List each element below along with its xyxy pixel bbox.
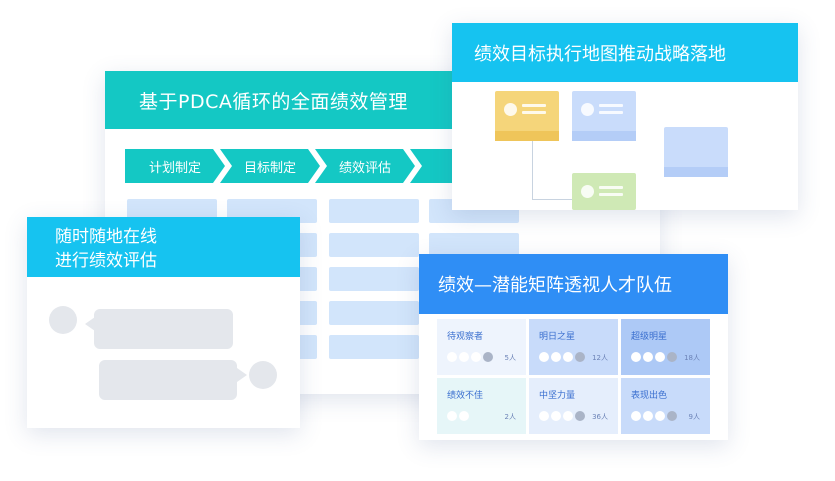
avatar-dots: [631, 411, 679, 421]
chat-bubble-sent: [99, 360, 237, 400]
grid-cell: [329, 267, 419, 291]
online-evaluation-title-line1: 随时随地在线: [55, 227, 157, 247]
avatar: [249, 361, 277, 389]
goal-map-title: 绩效目标执行地图推动战略落地: [474, 44, 726, 65]
chat-bubble-received: [94, 309, 233, 349]
connector-line: [532, 199, 572, 200]
avatar-dots: [447, 411, 471, 421]
grid-cell: [329, 199, 419, 223]
online-evaluation-title-line2: 进行绩效评估: [55, 251, 157, 271]
matrix-cell-superstar[interactable]: 超级明星 18人: [621, 319, 710, 375]
grid-cell: [329, 233, 419, 257]
cell-count: 36人: [592, 413, 608, 421]
matrix-cell-rising-star[interactable]: 明日之星 12人: [529, 319, 618, 375]
cell-label: 中坚力量: [539, 391, 576, 401]
step-goal[interactable]: 目标制定: [220, 149, 320, 183]
cell-label: 超级明星: [631, 332, 668, 342]
goal-map-card: 绩效目标执行地图推动战略落地: [452, 23, 798, 210]
step-evaluate[interactable]: 绩效评估: [315, 149, 415, 183]
avatar-dots: [539, 352, 587, 362]
cell-label: 明日之星: [539, 332, 576, 342]
online-evaluation-header: 随时随地在线 进行绩效评估: [27, 217, 300, 277]
matrix-cell-core[interactable]: 中坚力量 36人: [529, 378, 618, 434]
matrix-cell-excellent[interactable]: 表现出色 9人: [621, 378, 710, 434]
grid-cell: [429, 233, 519, 257]
talent-matrix-card: 绩效—潜能矩阵透视人才队伍 待观察者 5人 明日之星 12人 超级明星 18人 …: [419, 254, 728, 440]
avatar-dots: [447, 352, 495, 362]
cell-count: 18人: [684, 354, 700, 362]
connector-line: [532, 139, 533, 199]
bubble-tail: [85, 317, 95, 331]
cell-label: 表现出色: [631, 391, 668, 401]
grid-cell: [329, 335, 419, 359]
bubble-tail: [237, 368, 247, 382]
cell-label: 待观察者: [447, 332, 484, 342]
cell-label: 绩效不佳: [447, 391, 484, 401]
cell-count: 9人: [688, 413, 700, 421]
grid-cell: [329, 301, 419, 325]
goal-node[interactable]: [572, 91, 636, 141]
matrix-cell-underperform[interactable]: 绩效不佳 2人: [437, 378, 526, 434]
cell-count: 2人: [504, 413, 516, 421]
talent-matrix-title: 绩效—潜能矩阵透视人才队伍: [438, 275, 672, 296]
cell-count: 12人: [592, 354, 608, 362]
matrix-cell-observe[interactable]: 待观察者 5人: [437, 319, 526, 375]
pdca-card-title: 基于PDCA循环的全面绩效管理: [139, 91, 408, 113]
avatar: [49, 306, 77, 334]
step-plan[interactable]: 计划制定: [125, 149, 225, 183]
goal-node[interactable]: [495, 91, 559, 141]
cell-count: 5人: [504, 354, 516, 362]
talent-matrix-header: 绩效—潜能矩阵透视人才队伍: [419, 254, 728, 314]
goal-node[interactable]: [572, 173, 636, 210]
avatar-dots: [539, 411, 587, 421]
online-evaluation-card: 随时随地在线 进行绩效评估: [27, 217, 300, 428]
avatar-dots: [631, 352, 679, 362]
goal-map-header: 绩效目标执行地图推动战略落地: [452, 23, 798, 82]
goal-node[interactable]: [664, 127, 728, 177]
